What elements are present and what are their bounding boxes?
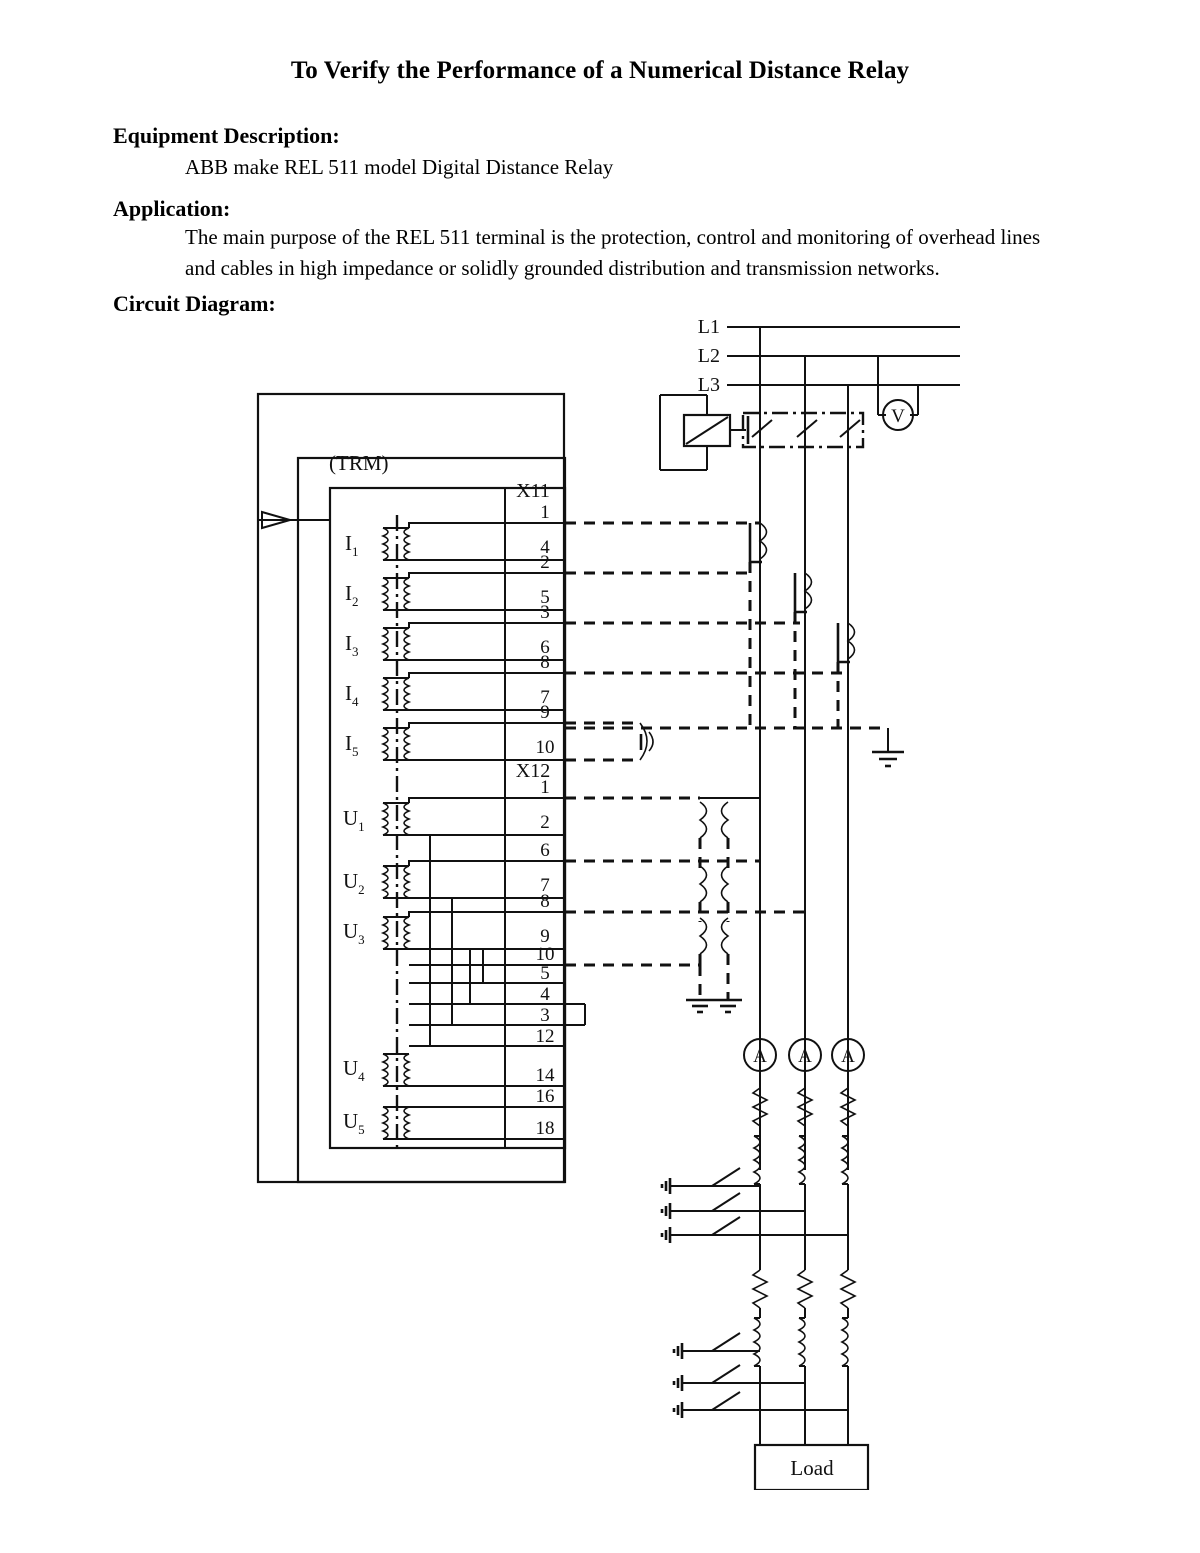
terminal-number-x12-14: 14: [536, 1065, 556, 1086]
ct-secondary-wiring: [565, 521, 904, 768]
voltage-input-u5: U5 16 18: [343, 1086, 565, 1140]
lower-switch-group[interactable]: [672, 1332, 848, 1418]
current-input-label-i2: I2: [345, 581, 359, 609]
terminal-number-x11-6: 6: [540, 637, 550, 658]
terminal-number-x12-3: 3: [540, 1005, 550, 1026]
phase-label-l3: L3: [698, 374, 720, 396]
terminal-number-x11-1: 1: [540, 502, 550, 523]
voltage-input-label-u2: U2: [343, 869, 365, 897]
ammeter-label-2: A: [798, 1046, 812, 1067]
arrow-icon: [261, 510, 294, 530]
application-body: The main purpose of the REL 511 terminal…: [185, 225, 1041, 280]
voltage-input-u2: U2 6 7: [343, 840, 565, 899]
voltage-input-u1: U1 1 2: [343, 777, 565, 836]
ammeter-group: A A A: [743, 1038, 865, 1072]
current-input-i3: I3 3 6: [345, 602, 565, 661]
voltage-input-u3: U3 8 9: [343, 891, 565, 950]
ammeter-label-3: A: [841, 1046, 855, 1067]
terminal-number-x12-6: 6: [540, 840, 550, 861]
phase-bus-lines: L1 L2 L3: [698, 316, 960, 396]
equipment-description-heading: Equipment Description:: [113, 123, 340, 148]
page-title: To Verify the Performance of a Numerical…: [290, 57, 910, 84]
current-input-label-i5: I5: [345, 731, 359, 759]
current-input-label-i3: I3: [345, 631, 359, 659]
ground-icon: [872, 750, 904, 768]
trip-coil-icon: [659, 394, 746, 471]
voltage-input-label-u5: U5: [343, 1109, 365, 1137]
terminal-number-x12-7: 7: [540, 875, 550, 896]
phase-label-l2: L2: [698, 345, 720, 367]
terminal-number-x11-2: 2: [540, 552, 550, 573]
circuit-diagram-heading: Circuit Diagram:: [113, 291, 276, 316]
application-heading: Application:: [113, 196, 231, 221]
upper-impedance-bank: [751, 1071, 857, 1270]
ground-icon: [672, 1343, 684, 1359]
equipment-description-body: ABB make REL 511 model Digital Distance …: [185, 155, 614, 179]
phase-label-l1: L1: [698, 316, 720, 338]
lower-impedance-bank: [751, 1269, 857, 1445]
voltmeter-label: V: [891, 406, 905, 427]
terminal-number-x12-16: 16: [536, 1086, 555, 1107]
terminal-number-x11-7: 7: [540, 687, 550, 708]
upper-switch-group[interactable]: [660, 1167, 848, 1243]
terminal-number-x11-4: 4: [540, 537, 550, 558]
current-input-i4: I4 8 7: [345, 652, 565, 711]
test-coil-icon: [565, 721, 654, 762]
ground-icon: [714, 998, 742, 1014]
ground-icon: [686, 998, 714, 1014]
voltmeter-icon: [882, 399, 914, 431]
terminal-number-x12-1: 1: [540, 777, 550, 798]
terminal-block-label-x12: X12: [516, 760, 550, 782]
voltage-input-u4: U4 14: [343, 1053, 565, 1087]
relay-block-label: (TRM): [329, 451, 389, 475]
terminal-number-x12-12: 12: [536, 1026, 555, 1047]
ground-icon: [660, 1203, 672, 1219]
ammeter-label-1: A: [753, 1046, 767, 1067]
current-input-i1: I1 1 4: [345, 502, 565, 561]
ground-icon: [660, 1227, 672, 1243]
vt-secondary-wiring: [565, 796, 805, 1014]
terminal-number-x11-3: 3: [540, 602, 550, 623]
current-input-label-i1: I1: [345, 531, 359, 559]
ground-icon: [672, 1402, 684, 1418]
phase-conductors: [759, 327, 849, 1170]
terminal-number-x11-5: 5: [540, 587, 550, 608]
current-input-label-i4: I4: [345, 681, 359, 709]
circuit-diagram: L1 L2 L3 V: [0, 310, 1200, 1490]
load-box: Load: [753, 1443, 870, 1490]
relay-housing: [256, 392, 567, 1184]
terminal-block-label-x11: X11: [516, 480, 550, 502]
terminal-number-x11-10: 10: [536, 737, 555, 758]
terminal-number-x12-2: 2: [540, 812, 550, 833]
terminal-number-x12-18: 18: [536, 1118, 555, 1139]
current-input-i5: I5 9 10: [345, 702, 565, 761]
x12-lower-terminals: 10 5 4 3 12: [409, 835, 586, 1047]
voltage-input-label-u1: U1: [343, 806, 365, 834]
terminal-number-x11-9: 9: [540, 702, 550, 723]
current-input-i2: I2 2 5: [345, 552, 565, 611]
ground-icon: [672, 1375, 684, 1391]
terminal-number-x11-8: 8: [540, 652, 550, 673]
terminal-number-x12-5: 5: [540, 963, 550, 984]
circuit-breaker-icon: [741, 411, 865, 449]
load-label: Load: [790, 1456, 834, 1480]
voltage-input-label-u4: U4: [343, 1056, 365, 1084]
terminal-number-x12-10: 10: [536, 944, 555, 965]
ground-icon: [660, 1178, 672, 1194]
terminal-number-x12-8: 8: [540, 891, 550, 912]
terminal-number-x12-4: 4: [540, 984, 550, 1005]
voltmeter-branch: V: [877, 356, 919, 431]
voltage-input-label-u3: U3: [343, 919, 365, 947]
terminal-number-x12-9: 9: [540, 926, 550, 947]
